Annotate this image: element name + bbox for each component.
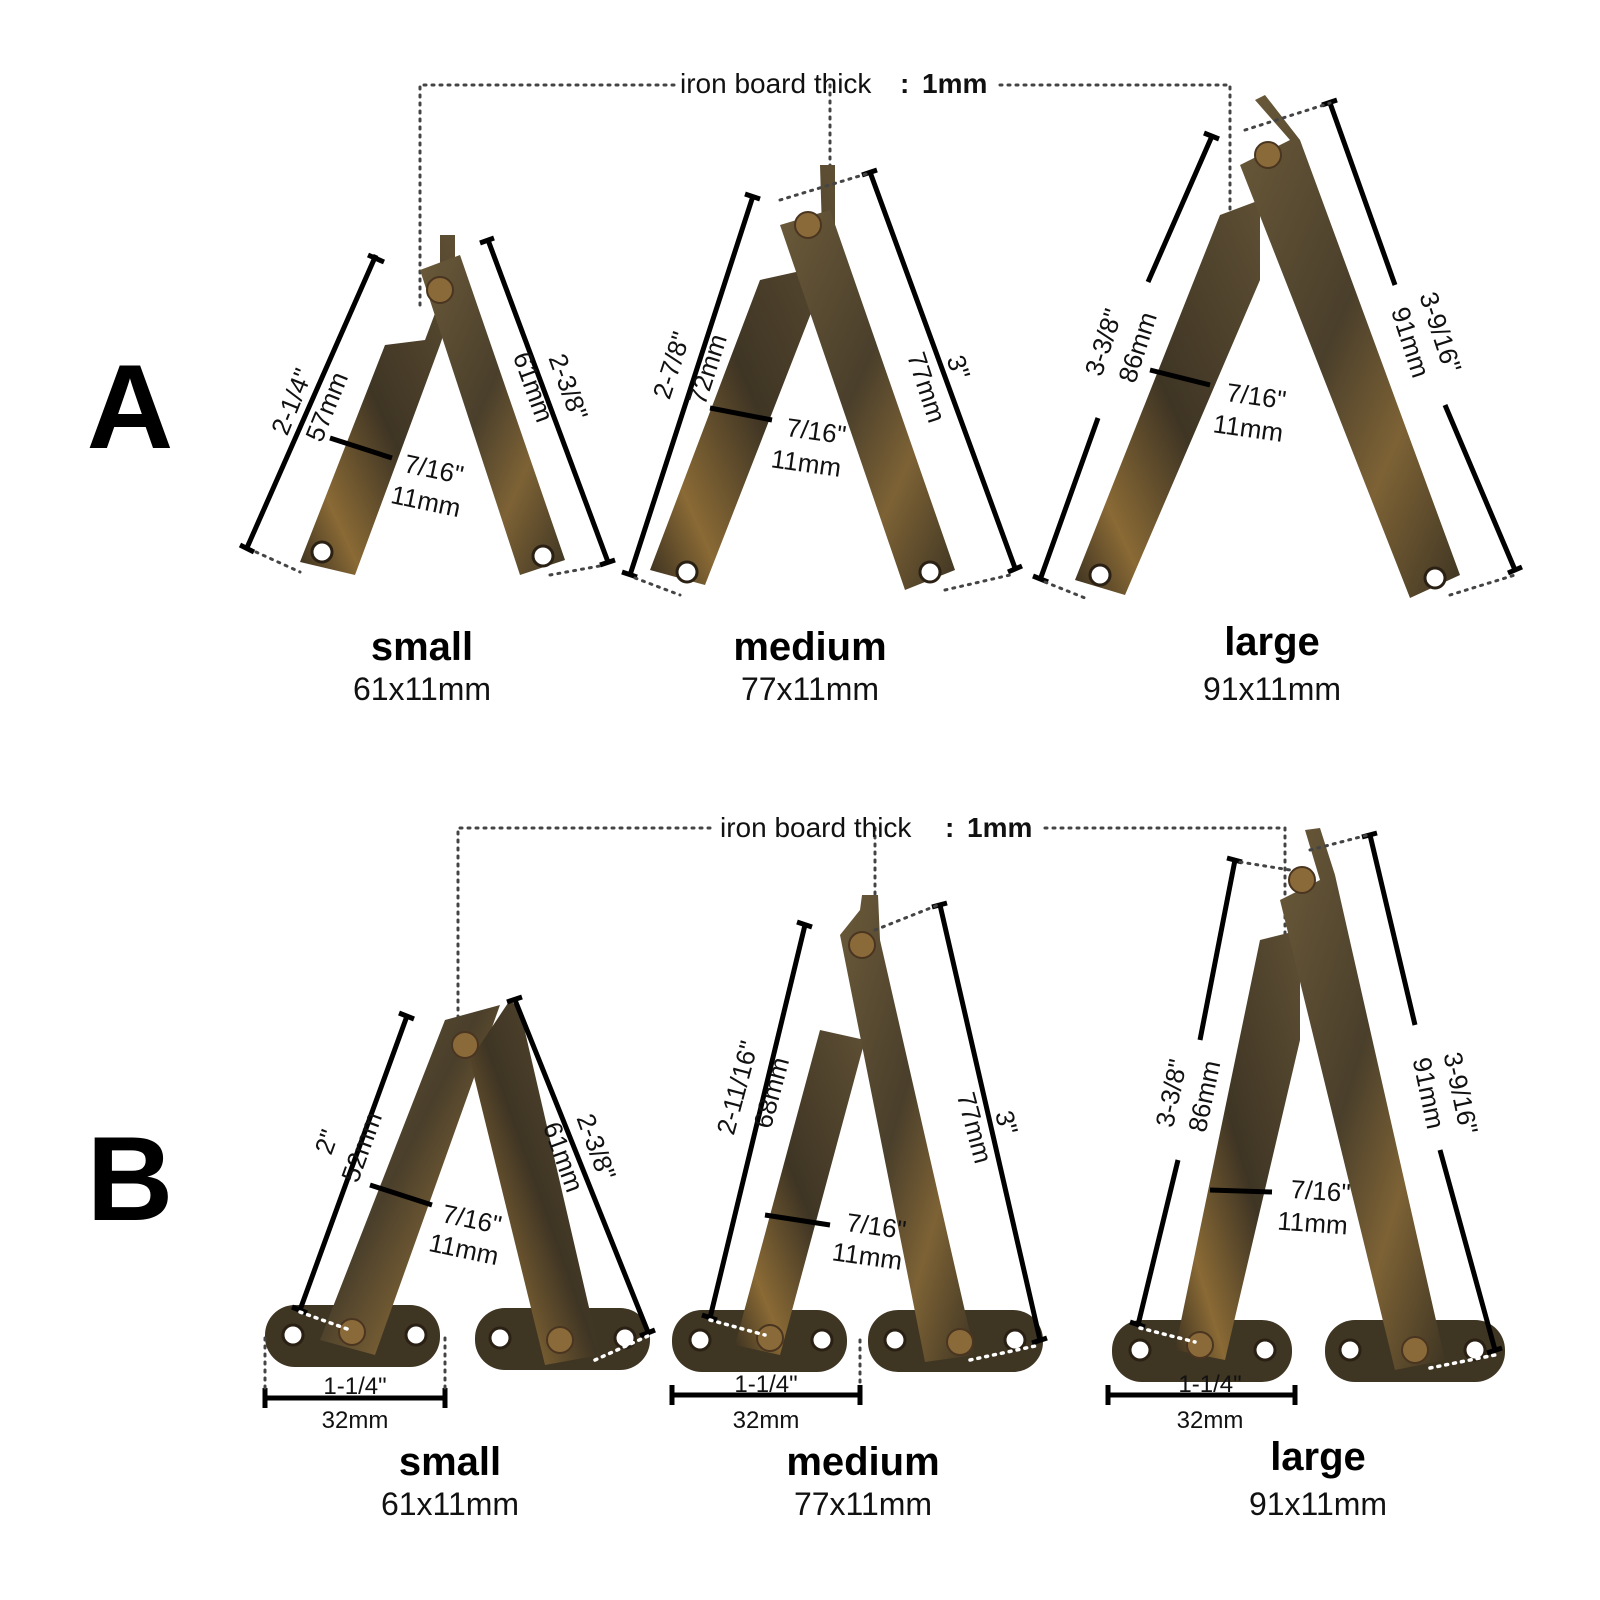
svg-text:1-1/4": 1-1/4" (323, 1373, 386, 1400)
section-b-label: B (87, 1112, 174, 1246)
svg-text:11mm: 11mm (1211, 408, 1285, 447)
title-a-medium: medium (733, 625, 886, 669)
thickness-value-b: 1mm (967, 812, 1032, 843)
hinge-a-small (300, 235, 565, 575)
dims-a-medium: 2-7/8" 72mm 77mm 3" 7/16" 11mm (621, 167, 1023, 597)
svg-text:2": 2" (308, 1126, 344, 1159)
svg-text:7/16": 7/16" (1225, 377, 1288, 415)
svg-text:32mm: 32mm (733, 1407, 800, 1434)
title-b-large: large (1270, 1435, 1366, 1479)
svg-text:7/16": 7/16" (1290, 1174, 1352, 1208)
svg-text::: : (945, 812, 954, 843)
size-a-large: 91x11mm (1203, 671, 1341, 707)
size-a-medium: 77x11mm (741, 671, 879, 707)
thickness-callout-a: iron board thick : 1mm (418, 68, 1232, 307)
svg-text:7/16": 7/16" (785, 412, 848, 450)
size-b-large: 91x11mm (1249, 1486, 1387, 1522)
title-b-small: small (399, 1440, 501, 1484)
title-a-small: small (371, 625, 473, 669)
svg-text:1-1/4": 1-1/4" (734, 1371, 797, 1398)
svg-text:32mm: 32mm (322, 1407, 389, 1434)
svg-text:11mm: 11mm (1277, 1206, 1349, 1241)
hinge-a-medium (650, 165, 955, 590)
svg-text:3": 3" (989, 1107, 1024, 1138)
svg-text:1-1/4": 1-1/4" (1178, 1371, 1241, 1398)
hinge-a-large (1075, 95, 1460, 598)
thickness-label-b: iron board thick (720, 812, 912, 843)
title-b-medium: medium (786, 1440, 939, 1484)
dims-b-large: 3-3/8" 86mm 91mm 3-9/16" 7/16" 11mm 1-1/… (1105, 830, 1503, 1434)
section-a-label: A (87, 340, 174, 474)
size-b-medium: 77x11mm (794, 1486, 932, 1522)
hinge-b-medium (672, 895, 1043, 1372)
size-a-small: 61x11mm (353, 671, 491, 707)
svg-text::: : (900, 68, 909, 99)
thickness-label-a: iron board thick (680, 68, 872, 99)
thickness-callout-b: iron board thick : 1mm (456, 812, 1287, 1092)
thickness-value-a: 1mm (922, 68, 987, 99)
svg-text:11mm: 11mm (769, 443, 843, 482)
svg-text:32mm: 32mm (1177, 1407, 1244, 1434)
title-a-large: large (1224, 620, 1320, 664)
hinge-b-large (1112, 828, 1505, 1382)
svg-text:52mm: 52mm (335, 1108, 388, 1186)
size-b-small: 61x11mm (381, 1486, 519, 1522)
hinge-b-small (265, 1000, 650, 1370)
